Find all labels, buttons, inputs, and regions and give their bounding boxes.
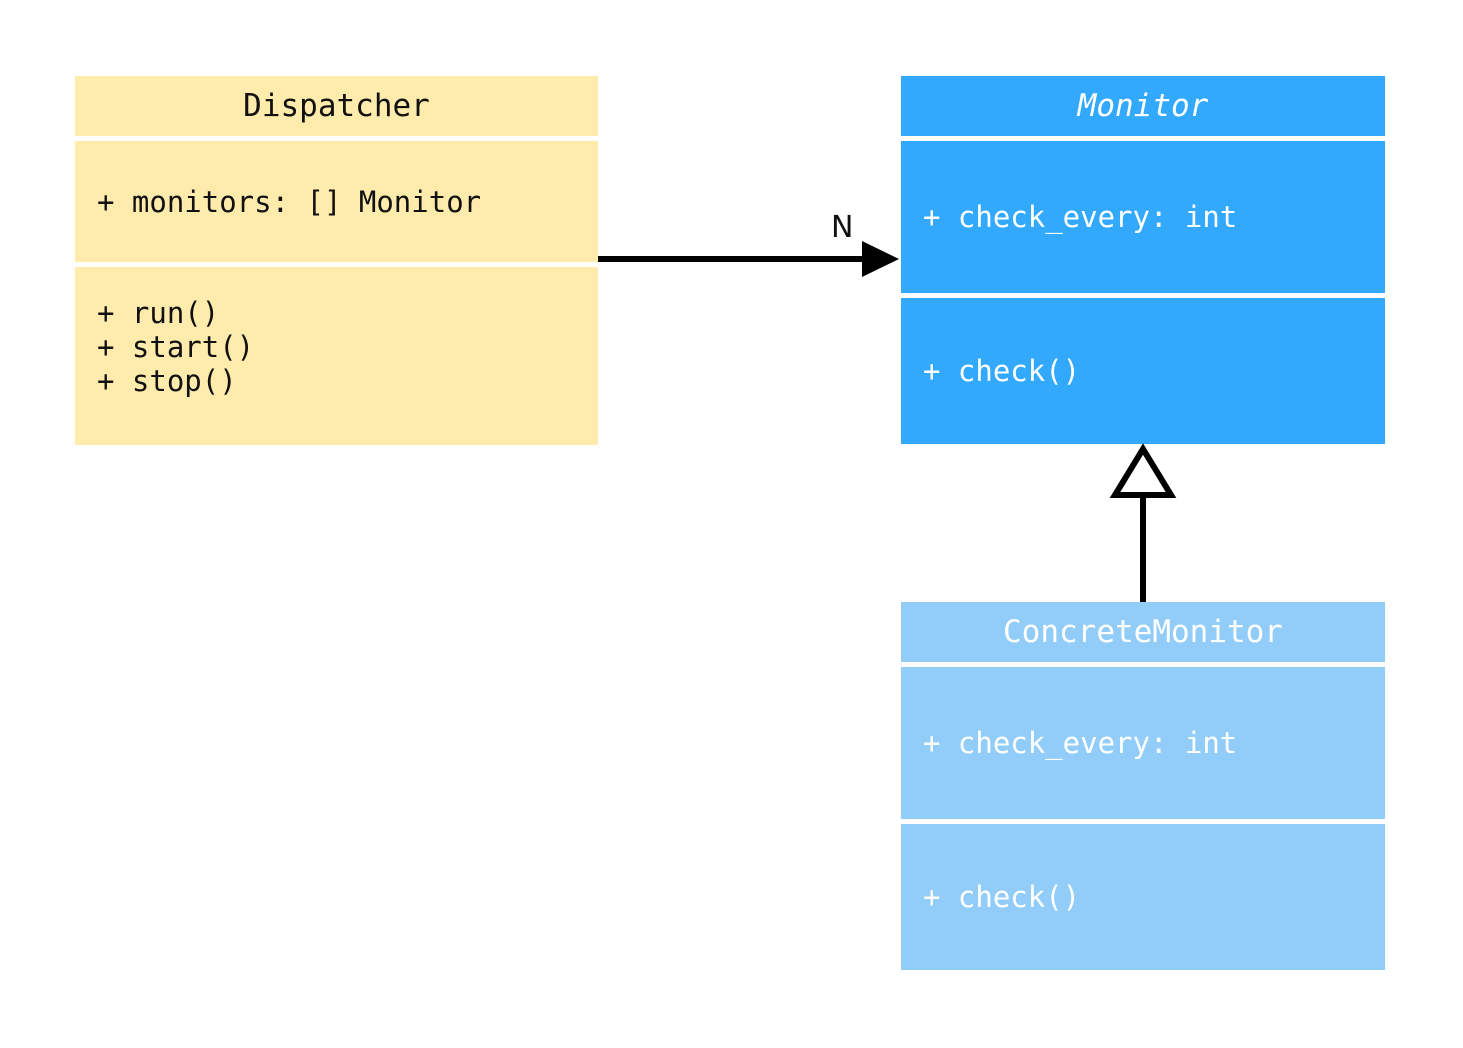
- compartment-divider: [75, 262, 598, 267]
- uml-attributes-monitor: + check_every: int: [901, 141, 1385, 293]
- compartment-divider: [901, 662, 1385, 667]
- uml-operations-concretemonitor: + check(): [901, 824, 1385, 970]
- uml-operations-dispatcher: + run() + start() + stop(): [75, 267, 598, 445]
- generalization-concretemonitor-to-monitor: [1109, 443, 1177, 602]
- uml-attribute-item: + check_every: int: [923, 726, 1238, 760]
- uml-attribute-item: + check_every: int: [923, 200, 1238, 234]
- uml-attributes-dispatcher: + monitors: [] Monitor: [75, 141, 598, 262]
- compartment-divider: [901, 136, 1385, 141]
- uml-operation-item: + check(): [923, 880, 1081, 914]
- uml-class-monitor[interactable]: Monitor + check_every: int + check(): [901, 76, 1385, 444]
- uml-attributes-concretemonitor: + check_every: int: [901, 667, 1385, 819]
- uml-class-name-dispatcher: Dispatcher: [75, 76, 598, 136]
- uml-operation-item: + check(): [923, 354, 1081, 388]
- uml-attribute-item: + monitors: [] Monitor: [97, 184, 482, 219]
- uml-class-name-concretemonitor: ConcreteMonitor: [901, 602, 1385, 662]
- uml-class-concretemonitor[interactable]: ConcreteMonitor + check_every: int + che…: [901, 602, 1385, 970]
- compartment-divider: [901, 293, 1385, 298]
- uml-class-name-monitor: Monitor: [901, 76, 1385, 136]
- uml-operation-item: + stop(): [97, 364, 237, 398]
- filled-triangle-arrowhead-icon: [862, 241, 899, 277]
- association-multiplicity-label: N: [831, 210, 854, 245]
- uml-operations-monitor: + check(): [901, 298, 1385, 444]
- compartment-divider: [901, 819, 1385, 824]
- hollow-triangle-arrowhead-icon: [1109, 443, 1177, 498]
- uml-operation-item: + run(): [97, 296, 220, 330]
- uml-class-dispatcher[interactable]: Dispatcher + monitors: [] Monitor + run(…: [75, 76, 598, 445]
- compartment-divider: [75, 136, 598, 141]
- uml-operation-item: + start(): [97, 330, 255, 364]
- association-dispatcher-to-monitor: [598, 241, 899, 277]
